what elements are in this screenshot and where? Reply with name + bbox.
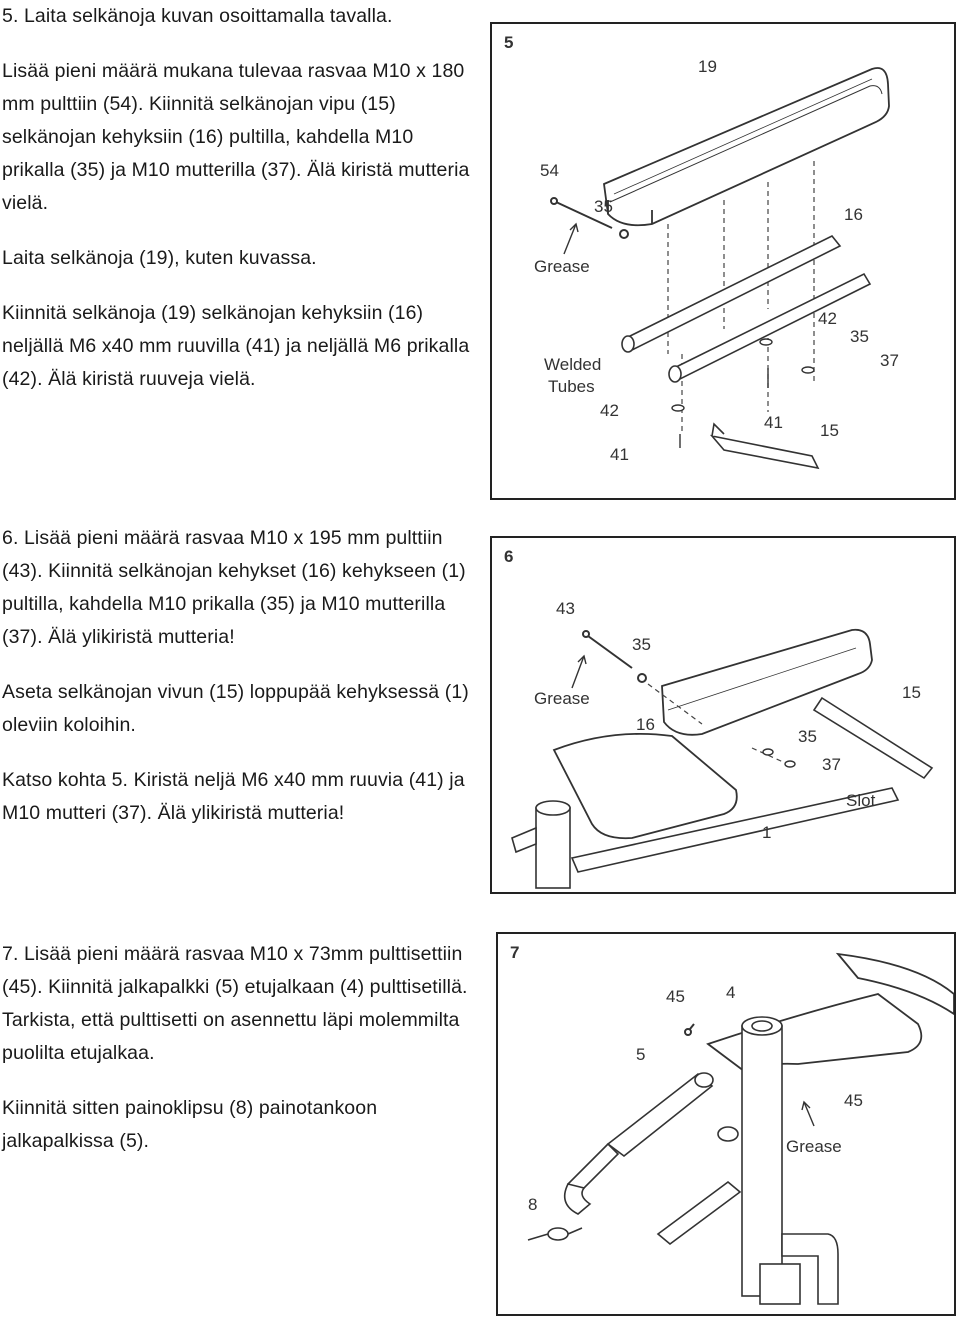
- label-54: 54: [540, 161, 559, 180]
- step6-illustration: 6 43: [504, 547, 934, 889]
- label-37: 37: [822, 755, 841, 774]
- label-19: 19: [698, 57, 717, 76]
- label-41a: 41: [764, 413, 783, 432]
- label-grease: Grease: [534, 689, 590, 708]
- label-16: 16: [844, 205, 863, 224]
- step5-figure: 5: [490, 22, 956, 500]
- step6-figure: 6 43: [490, 536, 956, 894]
- step5-illustration: 5: [504, 33, 899, 470]
- main-frame-1: [511, 696, 934, 889]
- label-35a: 35: [632, 635, 651, 654]
- step6-paragraph-2: Katso kohta 5. Kiristä neljä M6 x40 mm r…: [2, 769, 465, 824]
- label-slot: Slot: [846, 791, 876, 810]
- label-35a: 35: [594, 197, 613, 216]
- grease-arrow: [801, 1100, 815, 1127]
- label-1: 1: [762, 823, 771, 842]
- step6-paragraph-1: Aseta selkänojan vivun (15) loppupää keh…: [2, 681, 469, 736]
- label-37: 37: [880, 351, 899, 370]
- weight-clip-8: [527, 1227, 583, 1241]
- bolt-54: [550, 197, 629, 239]
- label-grease: Grease: [534, 257, 590, 276]
- step5-text: 5. Laita selkänoja kuvan osoittamalla ta…: [2, 0, 472, 396]
- label-45b: 45: [844, 1091, 863, 1110]
- grease-arrow: [571, 654, 587, 689]
- step7-paragraph-1: Kiinnitä sitten painoklipsu (8) painotan…: [2, 1097, 378, 1152]
- label-4: 4: [726, 983, 735, 1002]
- label-42b: 42: [600, 401, 619, 420]
- washers-and-screws: [671, 338, 815, 448]
- step7-figure: 7 4: [496, 932, 956, 1316]
- label-35b: 35: [798, 727, 817, 746]
- step7-illustration: 7 4: [510, 943, 954, 1305]
- backrest-lever-15: [709, 422, 820, 470]
- step7-figure-number: 7: [510, 943, 519, 962]
- step6-text: 6. Lisää pieni määrä rasvaa M10 x 195 mm…: [2, 522, 472, 830]
- step5-paragraph-1: Lisää pieni määrä mukana tulevaa rasvaa …: [2, 60, 470, 214]
- label-15: 15: [902, 683, 921, 702]
- front-leg-4: [741, 1016, 839, 1305]
- step7-heading: 7. Lisää pieni määrä rasvaa M10 x 73mm p…: [2, 943, 468, 1064]
- backrest-frame-16: [621, 234, 872, 383]
- seat-pad: [552, 732, 738, 840]
- step6-figure-number: 6: [504, 547, 513, 566]
- label-16: 16: [636, 715, 655, 734]
- label-35b: 35: [850, 327, 869, 346]
- step7-text: 7. Lisää pieni määrä rasvaa M10 x 73mm p…: [2, 938, 472, 1158]
- bolt-43: [582, 630, 647, 683]
- step5-heading: 5. Laita selkänoja kuvan osoittamalla ta…: [2, 5, 393, 27]
- grease-arrow: [563, 222, 579, 255]
- step5-paragraph-3: Kiinnitä selkänoja (19) selkänojan kehyk…: [2, 302, 470, 390]
- label-5: 5: [636, 1045, 645, 1064]
- label-43: 43: [556, 599, 575, 618]
- bolt-45: [684, 1023, 695, 1036]
- label-grease: Grease: [786, 1137, 842, 1156]
- label-tubes: Tubes: [548, 377, 595, 396]
- leg-bar-5: [563, 1072, 742, 1246]
- step5-figure-number: 5: [504, 33, 513, 52]
- backrest-pad-19: [661, 628, 873, 736]
- backrest-pad-19: [603, 67, 890, 227]
- step5-paragraph-2: Laita selkänoja (19), kuten kuvassa.: [2, 247, 317, 269]
- label-41b: 41: [610, 445, 629, 464]
- washers-and-nut: [762, 748, 796, 768]
- label-8: 8: [528, 1195, 537, 1214]
- label-45a: 45: [666, 987, 685, 1006]
- label-15: 15: [820, 421, 839, 440]
- step6-heading: 6. Lisää pieni määrä rasvaa M10 x 195 mm…: [2, 527, 466, 648]
- label-42a: 42: [818, 309, 837, 328]
- label-welded: Welded: [544, 355, 601, 374]
